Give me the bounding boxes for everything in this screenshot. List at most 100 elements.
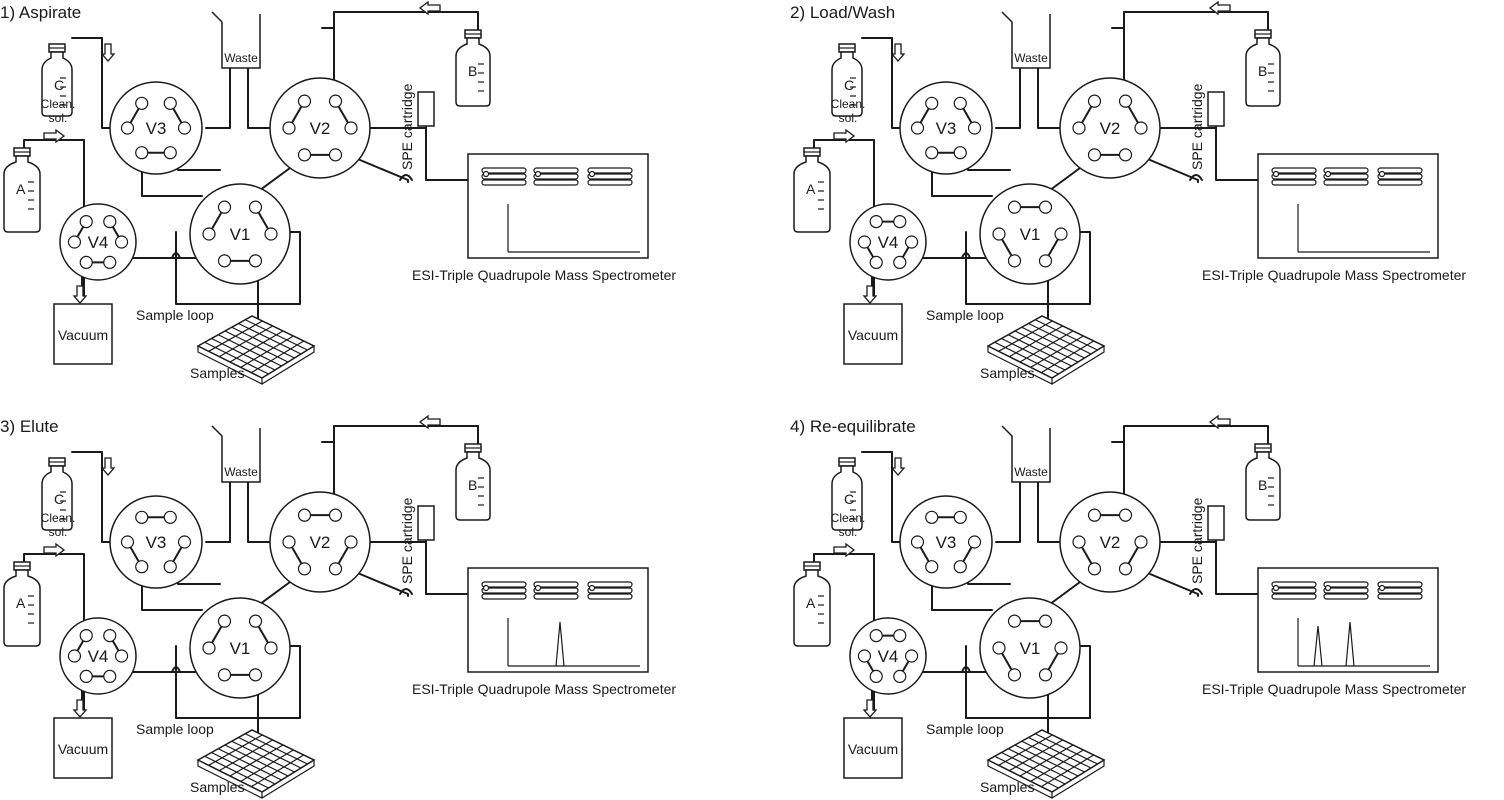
bottle-body: [1245, 37, 1281, 107]
ms-box: [1257, 567, 1439, 673]
valve-v1: V1: [979, 597, 1081, 699]
quadrupole-end: [482, 584, 490, 592]
quadrupole-end: [588, 584, 596, 592]
valve-port: [135, 560, 149, 574]
bottle-letter: C: [844, 77, 854, 93]
valve-body: [59, 203, 137, 281]
clean-label-2: sol.: [839, 111, 858, 125]
line-v3-to-waste: [995, 481, 1021, 543]
valve-port: [79, 255, 93, 270]
mass-spectrometer: [1257, 153, 1439, 259]
plate-edge: [197, 346, 263, 385]
valve-body: [899, 495, 993, 589]
bottle-a: A: [793, 561, 831, 647]
bottle-letter: A: [806, 181, 816, 197]
quadrupole-rod: [587, 593, 633, 600]
valve-port: [893, 255, 907, 270]
valve-port: [217, 254, 232, 268]
valve-v3: V3: [899, 81, 993, 175]
valve-port: [925, 146, 939, 160]
plate-grid-line: [240, 335, 294, 368]
line-bottle-b-to-v2: [1123, 425, 1269, 505]
bottle-letter: B: [468, 477, 477, 493]
line-crossover-1: [171, 666, 181, 673]
quadrupole-rod: [1271, 587, 1317, 594]
quadrupole-rod: [1377, 593, 1423, 600]
bottle-body: [41, 51, 73, 117]
valve-port: [297, 562, 312, 576]
quadrupole-rod: [1377, 587, 1423, 594]
valve-port: [925, 510, 939, 524]
valve-port: [953, 560, 967, 574]
valve-port: [328, 148, 343, 162]
valve-port: [869, 628, 883, 643]
spe-label: SPE cartridge: [399, 497, 415, 584]
ms-box: [467, 567, 649, 673]
line-crossover-2: [1189, 588, 1203, 595]
valve-port: [869, 255, 883, 270]
vacuum-box: [843, 303, 903, 365]
spe-cartridge: [417, 91, 435, 127]
spe-cartridge: [417, 505, 435, 541]
samples-label: Samples: [190, 365, 244, 381]
plate-grid-line: [208, 734, 263, 766]
plate-grid-line: [1009, 739, 1063, 772]
quadrupole-rod: [481, 167, 527, 174]
valve-port: [103, 255, 117, 270]
valve-port: [120, 121, 135, 135]
quadrupole-rod: [587, 587, 633, 594]
valve-v1: V1: [189, 183, 291, 285]
valve-port: [857, 235, 872, 249]
waste-label: Waste: [224, 51, 258, 65]
quadrupole-end: [588, 170, 596, 178]
arrow-b-left: [1208, 414, 1231, 430]
bottle-b: B: [1245, 443, 1281, 521]
clean-label-2: sol.: [49, 525, 68, 539]
valve-port: [297, 94, 312, 108]
quadrupole-rod: [481, 581, 527, 588]
bottle-body: [793, 569, 831, 647]
valve-v2: V2: [1059, 77, 1161, 179]
mass-spectrometer: [467, 567, 649, 673]
sample-loop-label: Sample loop: [926, 721, 1004, 737]
valve-port: [1087, 94, 1102, 108]
quadrupole-rod: [1323, 173, 1369, 180]
quadrupole-rod: [533, 173, 579, 180]
line-v3-to-waste: [205, 481, 231, 543]
spe-cartridge: [1207, 91, 1225, 127]
valve-body: [849, 203, 927, 281]
bottle-body: [831, 51, 863, 117]
clean-label-2: sol.: [839, 525, 858, 539]
vacuum-box: [843, 717, 903, 779]
valve-port: [953, 510, 967, 524]
valve-label: V4: [878, 647, 899, 666]
plate-grid-line: [219, 739, 273, 772]
valve-port: [114, 235, 129, 249]
valve-port: [904, 235, 919, 249]
vacuum-box: [53, 303, 113, 365]
clean-label-1: Clean.: [831, 511, 866, 525]
valve-port: [857, 649, 872, 663]
bottle-b: B: [455, 443, 491, 521]
valve-port: [910, 121, 925, 135]
line-v2-to-spe: [1155, 99, 1217, 129]
valve-body: [849, 617, 927, 695]
arrow-vacuum-down: [862, 699, 878, 718]
valve-port: [103, 628, 117, 643]
valve-v3: V3: [109, 81, 203, 175]
valve-port: [1087, 508, 1102, 522]
quadrupole-rod: [587, 173, 633, 180]
valve-port: [135, 96, 149, 110]
clean-label-1: Clean.: [41, 511, 76, 525]
sample-loop-label: Sample loop: [136, 721, 214, 737]
valve-port: [1118, 148, 1133, 162]
valve-body: [979, 597, 1081, 699]
valve-port: [925, 560, 939, 574]
valve-v2: V2: [269, 77, 371, 179]
valve-body: [979, 183, 1081, 285]
ms-label: ESI-Triple Quadrupole Mass Spectrometer: [412, 267, 676, 283]
bottle-a: A: [3, 147, 41, 233]
valve-port: [869, 214, 883, 229]
ms-label: ESI-Triple Quadrupole Mass Spectrometer: [1202, 267, 1466, 283]
